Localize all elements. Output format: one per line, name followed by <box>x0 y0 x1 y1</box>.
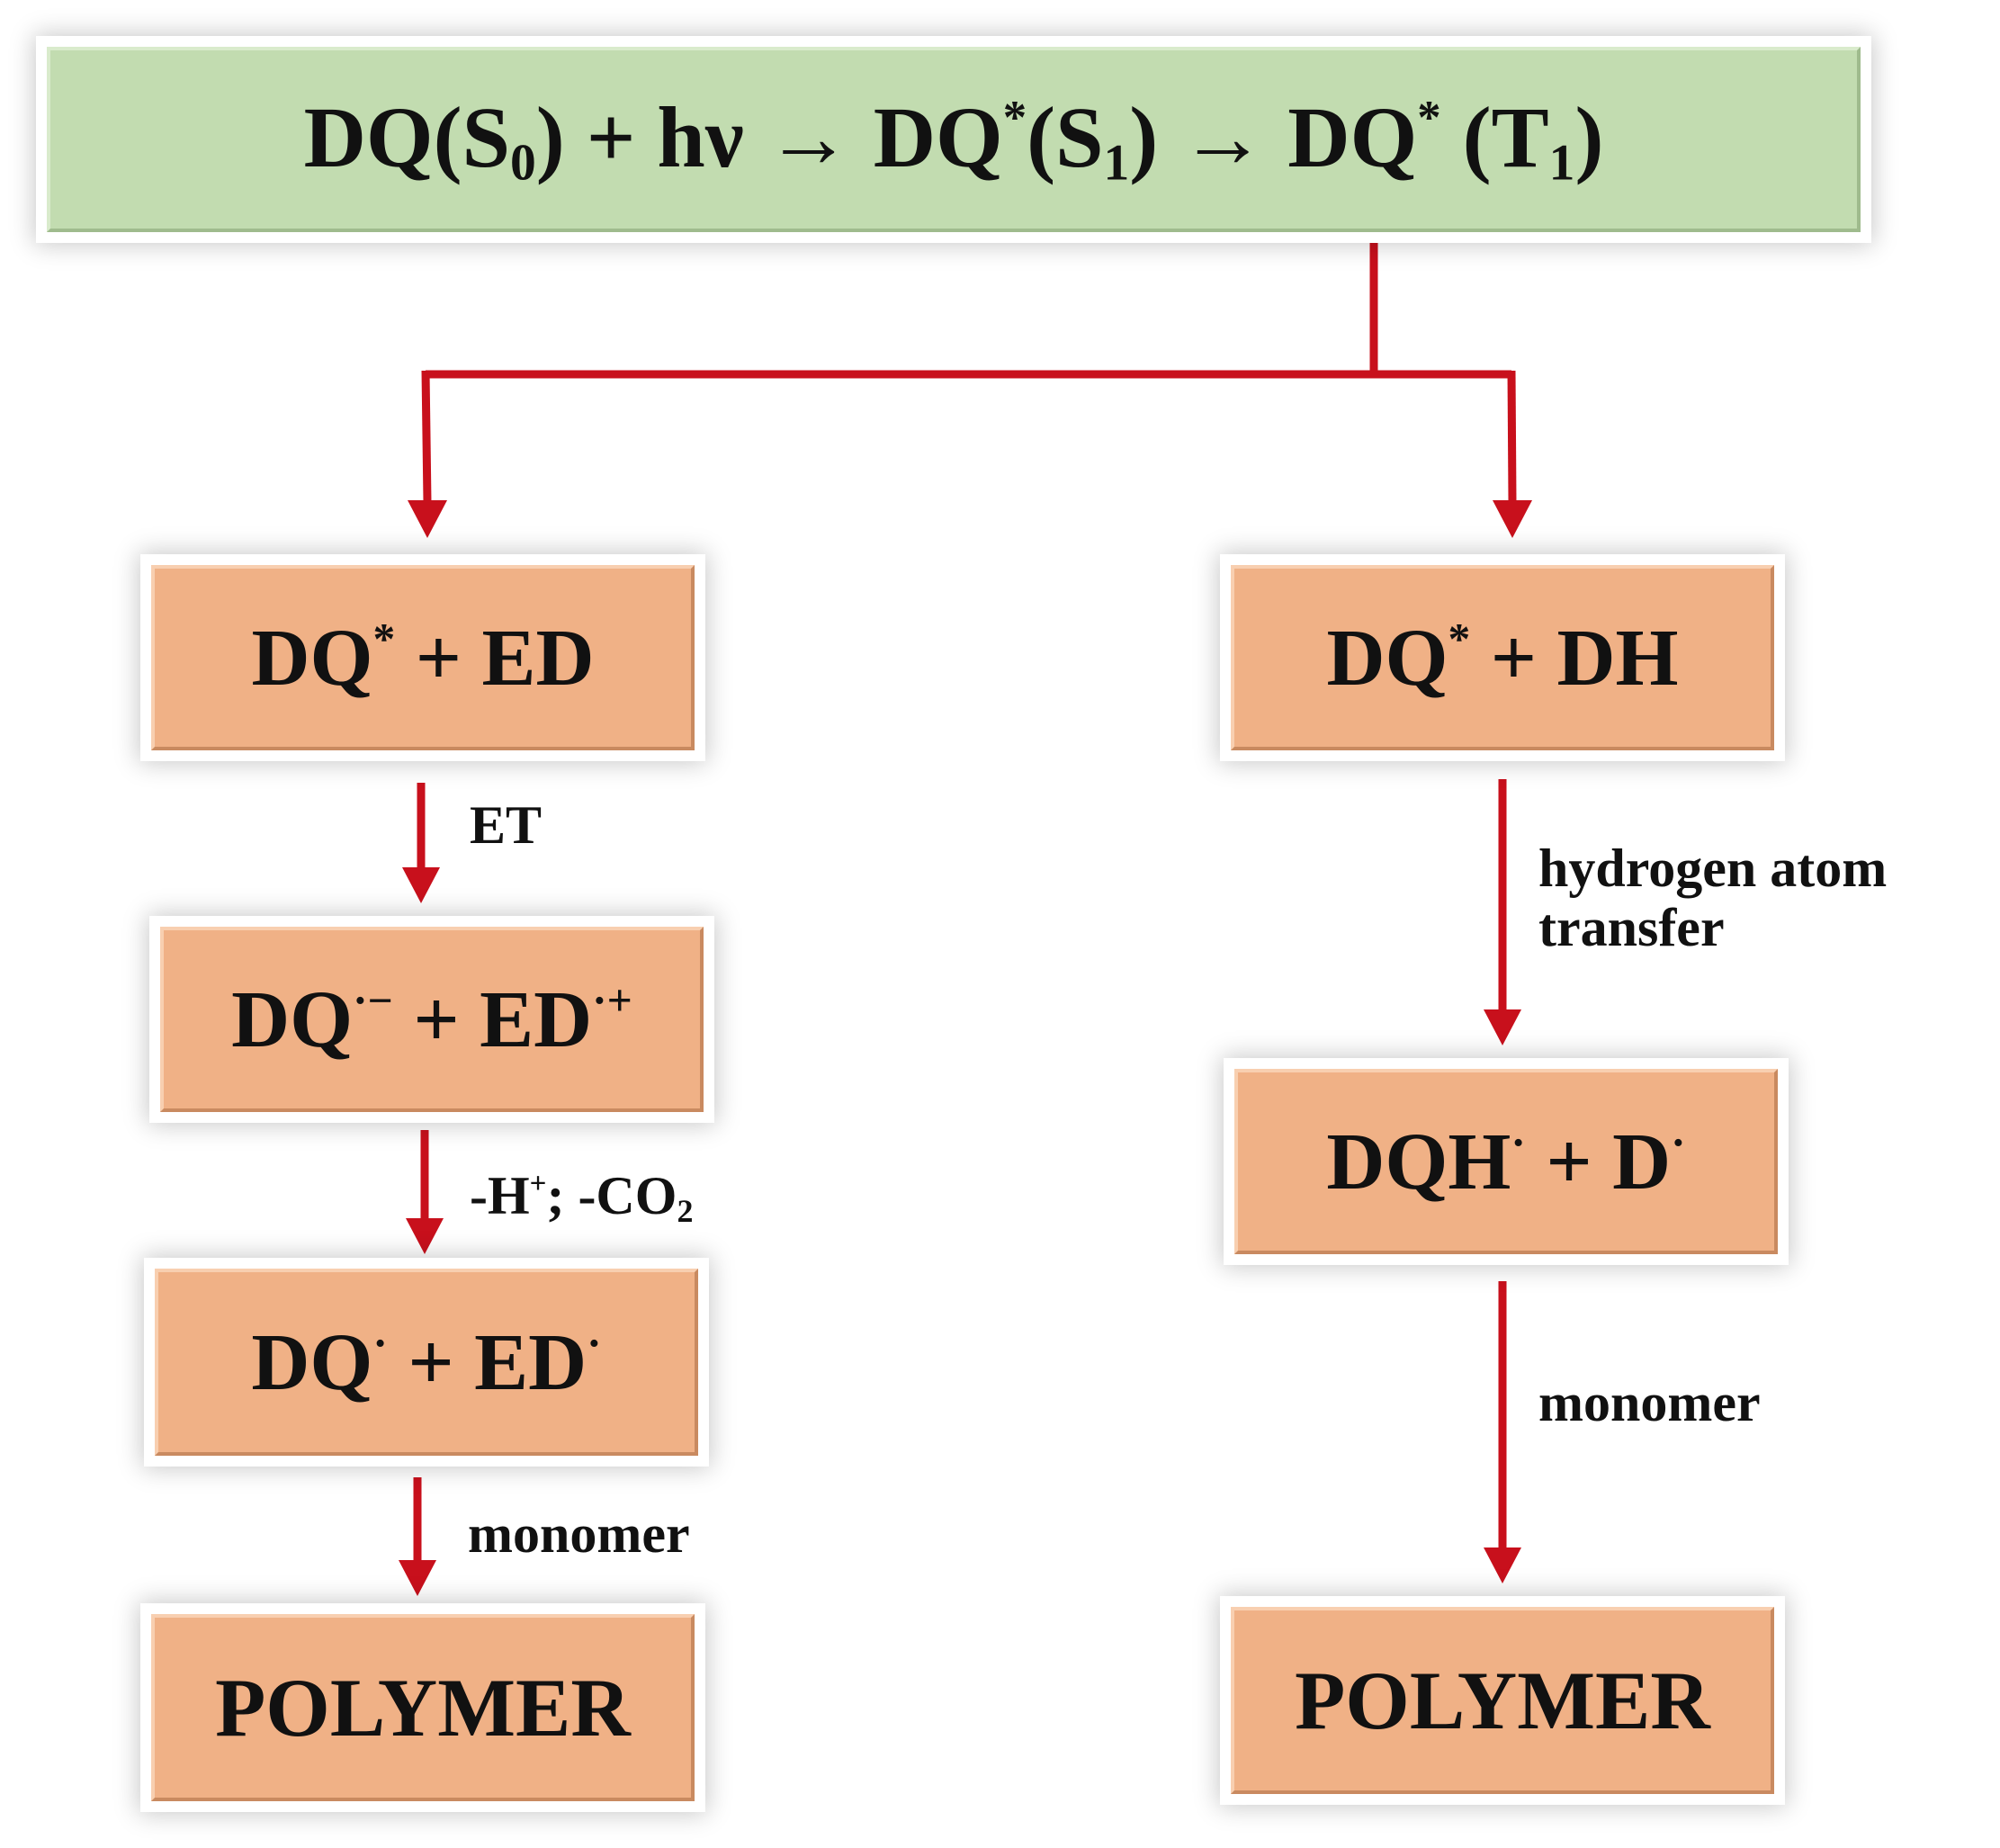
label-part: ; -CO <box>546 1166 677 1225</box>
species-label: DQ <box>231 974 354 1064</box>
left-node-radical-ions-text: DQ·− + ED·+ <box>231 973 632 1066</box>
header-reaction-box: DQ(S0) + hν → DQ*(S1) → DQ* (T1) <box>47 47 1861 232</box>
right-step-hat-label: hydrogen atom transfer <box>1538 839 1887 957</box>
species-sup: * <box>372 613 396 663</box>
species-sup: · <box>1511 1117 1526 1167</box>
right-step-monomer-label: monomer <box>1538 1373 1761 1432</box>
right-arrow-hat-head <box>1484 1009 1521 1045</box>
right-polymer-text: POLYMER <box>1295 1655 1710 1746</box>
header-part: (T <box>1440 88 1549 185</box>
right-branch-arrowhead <box>1493 500 1532 538</box>
left-arrow-deprotonation-head <box>406 1218 444 1254</box>
header-sup: * <box>1417 91 1441 144</box>
right-arrow-monomer-head <box>1484 1547 1521 1583</box>
header-sub: 0 <box>509 134 536 192</box>
header-sub: 1 <box>1103 134 1130 192</box>
label-part: -H <box>470 1166 530 1225</box>
left-arrow-et-head <box>402 867 440 903</box>
left-arrow-monomer-head <box>399 1560 436 1596</box>
left-step-monomer-label: monomer <box>468 1504 690 1564</box>
right-node-dq-dh-text: DQ* + DH <box>1326 612 1678 704</box>
header-sup: * <box>1002 91 1027 144</box>
left-step-et-label: ET <box>470 795 543 855</box>
species-label: + DH <box>1470 613 1679 703</box>
right-branch-line <box>1507 370 1517 503</box>
label-sub: 2 <box>677 1193 694 1229</box>
species-label: DQH <box>1326 1117 1511 1207</box>
species-label: + ED <box>395 613 595 703</box>
species-label: + ED <box>387 1317 587 1407</box>
right-node-dqh-d: DQH· + D· <box>1234 1069 1778 1254</box>
left-branch-line <box>421 370 432 503</box>
left-node-radicals: DQ· + ED· <box>155 1269 698 1456</box>
trunk-line <box>426 243 1511 379</box>
left-node-dq-ed-text: DQ* + ED <box>251 612 594 704</box>
left-node-dq-ed: DQ* + ED <box>151 565 695 750</box>
header-part: ) <box>1574 88 1604 185</box>
header-part: (S <box>1027 88 1104 185</box>
header-part: DQ(S <box>303 88 510 185</box>
species-label: DQ <box>251 613 373 703</box>
left-branch-arrowhead <box>408 500 447 538</box>
species-label: + D <box>1525 1117 1672 1207</box>
species-sup: · <box>587 1317 602 1368</box>
right-node-polymer: POLYMER <box>1231 1607 1774 1794</box>
label-sup: + <box>529 1167 547 1200</box>
left-polymer-text: POLYMER <box>215 1662 631 1754</box>
species-sup: ·− <box>353 974 393 1025</box>
species-sup: ·+ <box>592 974 632 1025</box>
left-step-deprotonation-label: -H+; -CO2 <box>470 1166 693 1230</box>
left-node-radicals-text: DQ· + ED· <box>251 1316 601 1409</box>
species-label: DQ <box>1326 613 1448 703</box>
species-sup: · <box>372 1317 388 1368</box>
species-sup: * <box>1448 613 1471 663</box>
header-part: ) → DQ <box>1129 88 1418 185</box>
label-line: transfer <box>1538 898 1725 957</box>
header-reaction-text: DQ(S0) + hν → DQ*(S1) → DQ* (T1) <box>304 87 1604 192</box>
species-label: + ED <box>392 974 593 1064</box>
species-label: DQ <box>251 1317 373 1407</box>
right-node-dq-dh: DQ* + DH <box>1231 565 1774 750</box>
label-line: hydrogen atom <box>1538 839 1888 898</box>
header-part: ) + hν → DQ <box>535 88 1003 185</box>
species-sup: · <box>1671 1117 1686 1167</box>
header-sub: 1 <box>1548 134 1575 192</box>
right-node-dqh-d-text: DQH· + D· <box>1326 1116 1685 1208</box>
left-node-radical-ions: DQ·− + ED·+ <box>160 927 704 1112</box>
left-node-polymer: POLYMER <box>151 1614 695 1801</box>
